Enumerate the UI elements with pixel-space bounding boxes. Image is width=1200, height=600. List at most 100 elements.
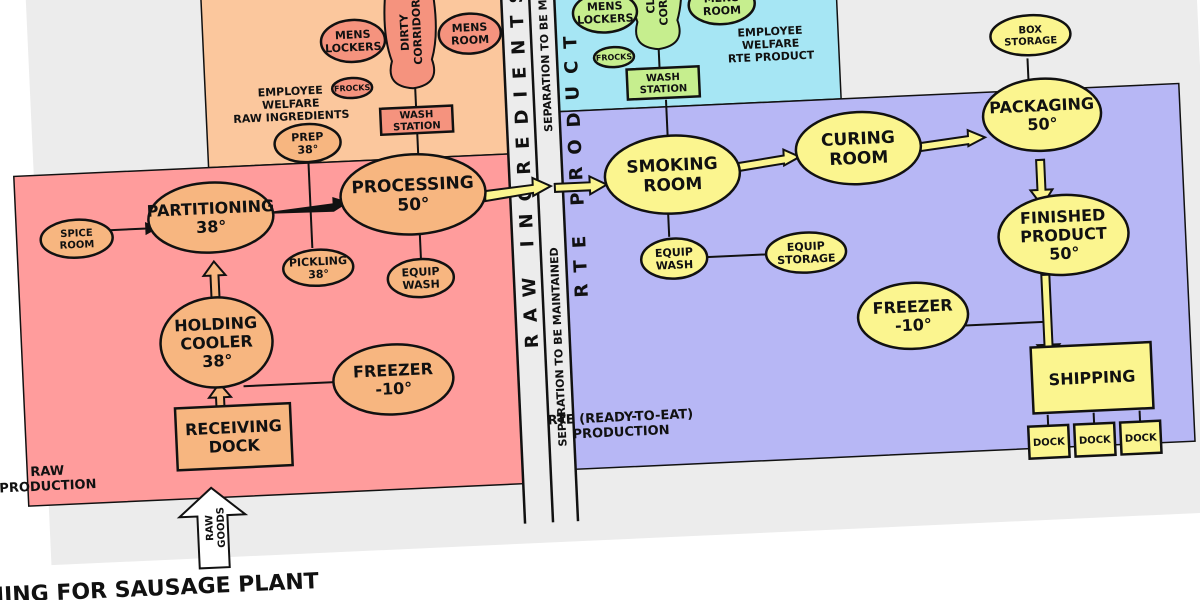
node-shape (147, 181, 275, 254)
node-label: DOCK (1033, 437, 1067, 449)
node-holding-cooler: HOLDINGCOOLER38° (159, 296, 274, 389)
zone-label-rte-production: RTE (READY-TO-EAT)PRODUCTION (547, 407, 694, 444)
node-prep: PREP38° (273, 122, 342, 164)
node-freezer-rte: FREEZER-10° (856, 281, 970, 351)
node-shape (571, 0, 639, 34)
node-shape (764, 231, 848, 274)
node-label: EQUIPSTORAGE (776, 239, 835, 267)
node-label: MENSROOM (702, 0, 741, 18)
node-shape (989, 13, 1072, 57)
node-shape (794, 110, 923, 186)
node-label: PICKLING38° (289, 254, 348, 282)
node-label: FROCKS (334, 83, 371, 94)
node-partitioning: PARTITIONING38° (146, 181, 275, 254)
arrow-curing-packaging (917, 128, 988, 153)
node-label: BOXSTORAGE (1003, 24, 1057, 49)
connector-lines (243, 49, 1142, 425)
node-mens-lockers-rte: MENSLOCKERS (571, 0, 639, 34)
node-shape (856, 281, 970, 351)
node-label: PACKAGING50° (989, 94, 1095, 136)
node-label: MENSROOM (450, 20, 489, 47)
clean-corridor-label: CLEANCORRIDOR (642, 0, 671, 26)
node-pickling: PICKLING38° (282, 248, 355, 288)
node-label: EQUIPWASH (655, 245, 694, 272)
node-freezer-raw: FREEZER-10° (332, 343, 455, 416)
node-shape (273, 122, 342, 164)
zone-label-welfare-raw: EMPLOYEEWELFARERAW INGREDIENTS (232, 82, 350, 126)
node-spice-room: SPICEROOM (39, 218, 114, 259)
separator-line-3 (550, 0, 580, 522)
node-shape (386, 257, 456, 299)
node-dock-1: DOCK (1026, 423, 1071, 460)
node-dock-2: DOCK (1072, 421, 1117, 458)
node-shape (1029, 340, 1155, 415)
node-shape (332, 343, 455, 416)
node-shape (282, 248, 355, 288)
node-shape (173, 401, 294, 472)
node-packaging: PACKAGING50° (981, 77, 1103, 153)
node-label: FREEZER-10° (872, 295, 954, 336)
node-shipping: SHIPPING (1029, 340, 1155, 415)
node-curing-room: CURINGROOM (794, 110, 923, 186)
node-frocks-rte: FROCKS (592, 45, 636, 69)
node-shape (997, 193, 1130, 277)
node-wash-station-raw: WASHSTATION (378, 104, 455, 137)
node-shape (1118, 419, 1163, 456)
node-label: FROCKS (596, 52, 633, 63)
zone-label-welfare-rte: EMPLOYEEWELFARERTE PRODUCT (727, 23, 815, 65)
node-mens-room-rte: MENSROOM (687, 0, 756, 26)
node-finished-product: FINISHEDPRODUCT50° (997, 193, 1130, 277)
node-label: RECEIVINGDOCK (185, 416, 283, 458)
node-equip-storage: EQUIPSTORAGE (764, 231, 848, 274)
line-freezer-shipping (951, 320, 1050, 328)
line-cooler-freezer (243, 380, 349, 388)
node-smoking-room: SMOKINGROOM (603, 134, 742, 215)
node-shape (981, 77, 1103, 153)
flow-arrows (106, 128, 1062, 570)
arrow-raw-goods-input (176, 486, 249, 570)
node-label: MENSLOCKERS (324, 27, 382, 55)
node-shape (330, 76, 374, 100)
line-wash-smoking (664, 99, 669, 137)
node-label: DOCK (1079, 434, 1113, 446)
zone-label-raw-production: RAWPRODUCTION (0, 462, 97, 496)
node-label: HOLDINGCOOLER38° (174, 313, 259, 373)
node-shape (378, 104, 455, 137)
separator-line-2 (525, 0, 555, 523)
node-frocks-raw: FROCKS (330, 76, 374, 100)
line-prep-pickling (307, 158, 314, 249)
separator-line-1 (497, 0, 527, 524)
node-label: EQUIPWASH (401, 265, 440, 292)
node-shape (603, 134, 742, 215)
node-shape (639, 237, 709, 280)
node-label: DOCK (1125, 432, 1159, 444)
node-wash-station-rte: WASHSTATION (625, 64, 702, 101)
node-shape (687, 0, 756, 26)
node-shape (625, 64, 702, 101)
node-label: FREEZER-10° (353, 359, 435, 400)
line-equip-wash-storage (706, 253, 774, 259)
node-label: FINISHEDPRODUCT50° (1019, 205, 1108, 265)
node-mens-room-raw: MENSROOM (437, 12, 503, 55)
dirty-corridor (383, 0, 437, 90)
raw-goods-label: RAWGOODS (204, 507, 228, 549)
node-label: WASHSTATION (639, 72, 688, 97)
arrow-smoking-curing (732, 147, 802, 173)
arrow-processing-smoking (483, 176, 554, 203)
node-equip-wash-raw: EQUIPWASH (386, 257, 456, 299)
node-equip-wash-rte: EQUIPWASH (639, 237, 709, 280)
node-shape (319, 18, 387, 64)
node-label: SPICEROOM (59, 228, 95, 252)
line-corridor-wash (414, 88, 418, 109)
node-label: SHIPPING (1048, 366, 1136, 389)
node-label: SMOKINGROOM (626, 154, 719, 198)
arrow-cooler-partitioning (201, 259, 228, 299)
line-corridor-wash-rte (657, 49, 661, 68)
node-label: PREP38° (291, 130, 324, 157)
diagram-nodes: DIRTYCORRIDOR CLEANCORRIDOR SPICEROOM PARTI… (39, 0, 1163, 472)
dirty-corridor-label: DIRTYCORRIDOR (397, 0, 426, 66)
node-label: WASHSTATION (392, 109, 441, 134)
node-shape (592, 45, 636, 69)
arrow-separator-smoking (553, 174, 609, 197)
